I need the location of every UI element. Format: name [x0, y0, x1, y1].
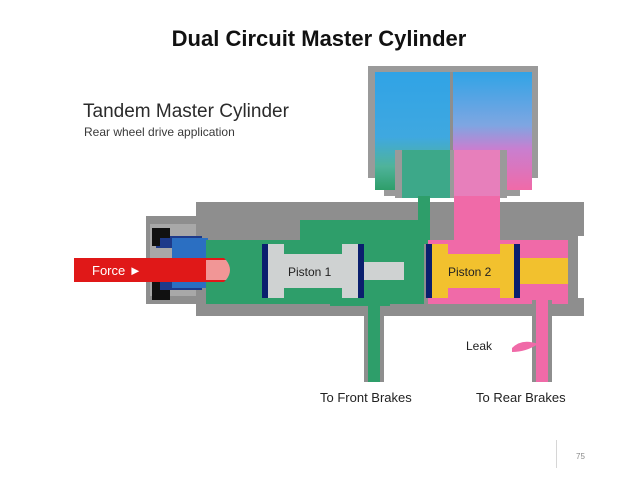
leak-indicator: Leak: [466, 339, 538, 353]
piston-2-label: Piston 2: [448, 265, 492, 279]
page-number: 75: [576, 452, 585, 461]
leak-drop-icon: [512, 341, 538, 352]
leak-label: Leak: [466, 339, 493, 353]
diagram-subheading: Rear wheel drive application: [84, 125, 235, 139]
front-brake-line: [368, 300, 380, 382]
front-brakes-label: To Front Brakes: [320, 390, 412, 405]
piston-1-label: Piston 1: [288, 265, 332, 279]
reservoir: [368, 66, 538, 198]
page-number-box: [556, 440, 629, 468]
force-push-rod: Force ►: [74, 258, 230, 282]
slide-title: Dual Circuit Master Cylinder: [171, 26, 467, 51]
rear-brakes-label: To Rear Brakes: [476, 390, 566, 405]
rear-brake-line: [536, 300, 548, 382]
piston-1: Piston 1: [262, 244, 404, 298]
diagram-heading: Tandem Master Cylinder: [83, 101, 290, 122]
piston-2: Piston 2: [426, 244, 568, 298]
force-label: Force ►: [92, 263, 142, 278]
